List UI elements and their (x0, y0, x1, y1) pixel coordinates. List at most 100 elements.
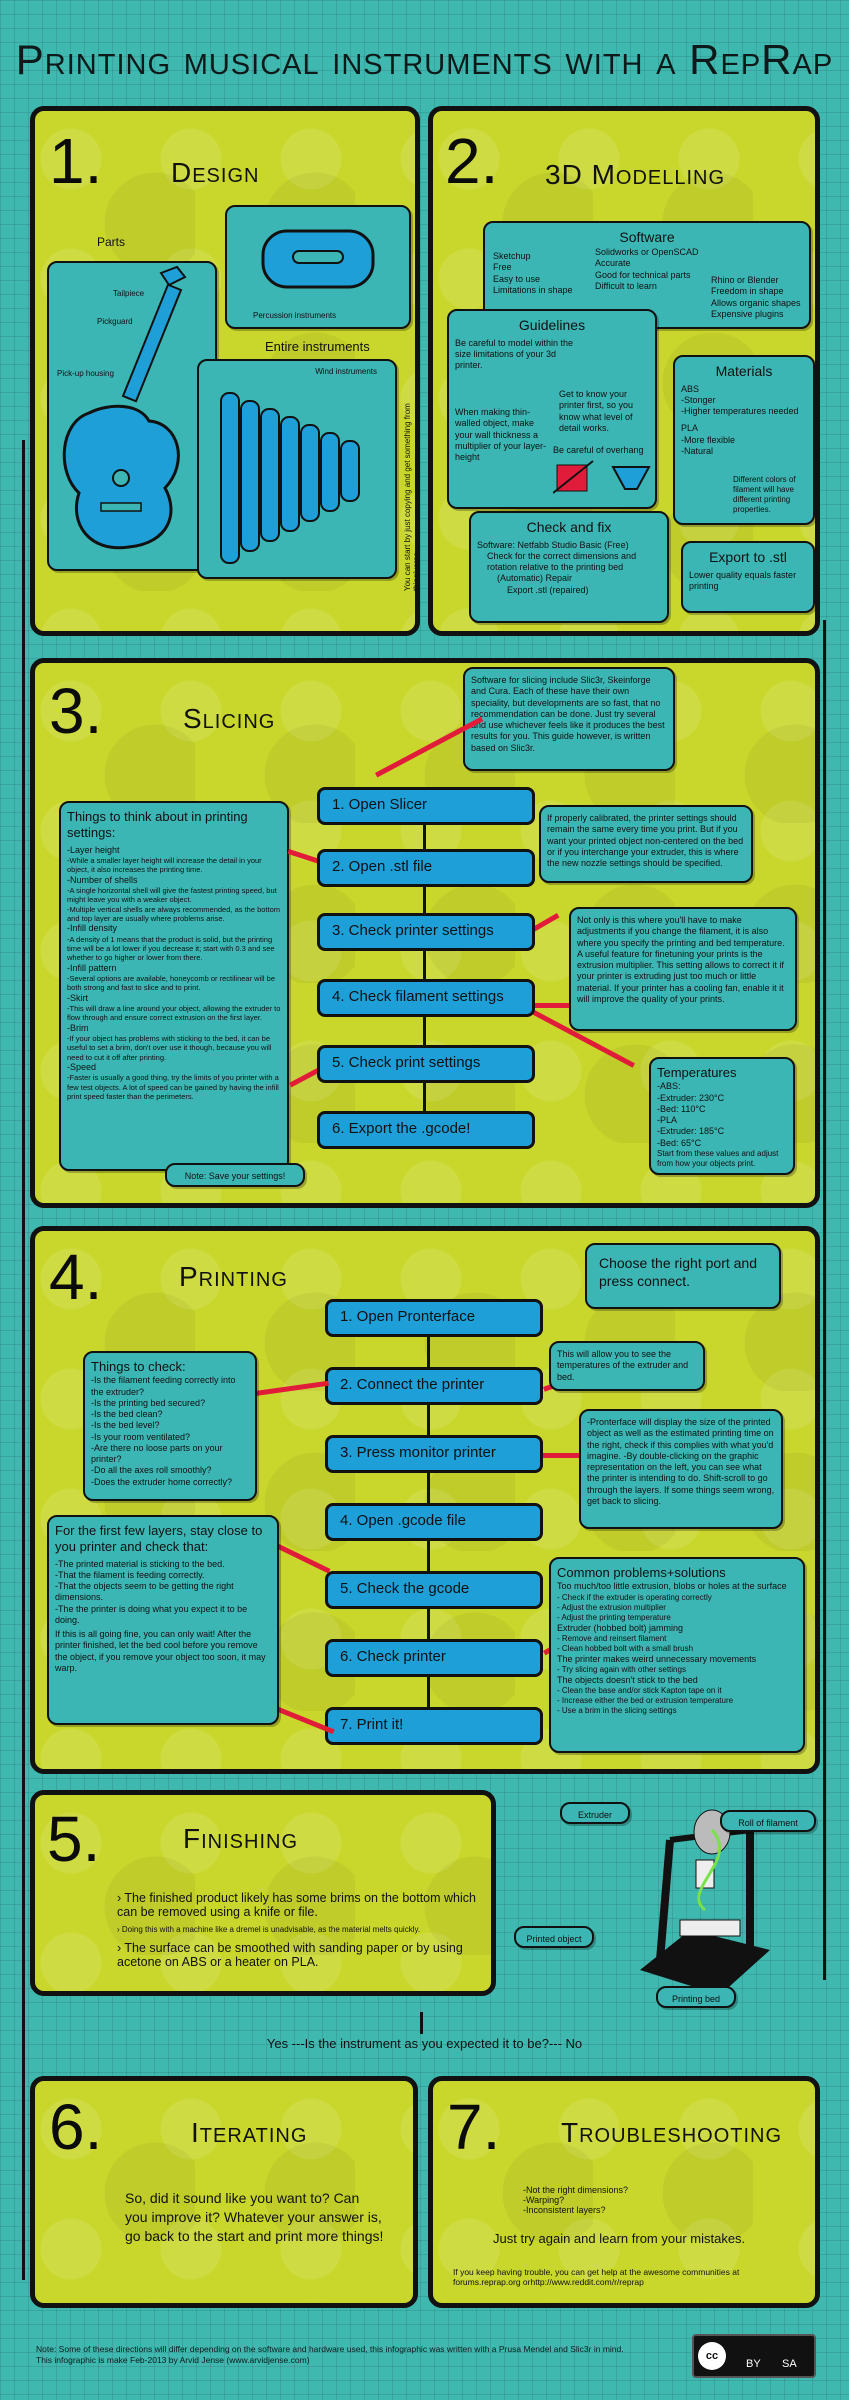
check-item: -Are there no loose parts on your printe… (91, 1442, 223, 1464)
temperatures-box: Temperatures -ABS: -Extruder: 230°C -Bed… (649, 1057, 795, 1175)
guideline-text: Be careful to model within the size limi… (455, 337, 574, 371)
section-title: Slicing (183, 703, 276, 734)
section-3d-modelling: 2. 3D Modelling Software Sketchup Free E… (428, 106, 820, 636)
tip-skirt: -Skirt (67, 992, 88, 1003)
first-item: -That the filament is feeding correctly. (55, 1569, 205, 1580)
pickguard-label: Pickguard (97, 317, 133, 326)
temp-line: -Extruder: 185°C (657, 1126, 725, 1137)
solidworks-item: Accurate (595, 258, 631, 269)
solution: - Clean the base and/or stick Kapton tap… (557, 1686, 722, 1696)
section-title: Troubleshooting (561, 2117, 783, 2148)
temp-note: Start from these values and adjust from … (657, 1148, 779, 1168)
step-check-printer[interactable]: 6. Check printer (325, 1639, 543, 1677)
entire-label: Entire instruments (265, 339, 370, 354)
temp-line: -ABS: (657, 1081, 681, 1092)
section-number: 1. (49, 125, 103, 197)
troubleshooting-help: If you keep having trouble, you can get … (453, 2267, 740, 2287)
section-printing: 4. Printing Choose the right port and pr… (30, 1226, 820, 1774)
step-print-settings[interactable]: 5. Check print settings (317, 1045, 535, 1083)
settings-tips-heading: Things to think about in printing settin… (67, 809, 248, 841)
cc-icon: cc (698, 2342, 726, 2370)
footer-credit: This infographic is make Feb-2013 by Arv… (36, 2355, 310, 2366)
section-title: Design (171, 157, 260, 188)
problems-box: Common problems+solutions Too much/too l… (549, 1557, 805, 1753)
step-filament-settings[interactable]: 4. Check filament settings (317, 979, 535, 1017)
step-open-slicer[interactable]: 1. Open Slicer (317, 787, 535, 825)
check-item: -Is your room ventilated? (91, 1431, 191, 1442)
step-open-pronterface[interactable]: 1. Open Pronterface (325, 1299, 543, 1337)
printer-settings-note: If properly calibrated, the printer sett… (539, 805, 753, 883)
first-item: -That the objects seem to be getting the… (55, 1581, 234, 1603)
materials-heading: Materials (715, 363, 773, 379)
sa-icon: SA (782, 2358, 797, 2370)
section-finishing: 5. Finishing › The finished product like… (30, 1790, 496, 1996)
guidelines-heading: Guidelines (518, 317, 586, 333)
extruder-label: Extruder (560, 1802, 630, 1824)
problem: Extruder (hobbed bolt) jamming (557, 1622, 684, 1633)
section-number: 5. (47, 1803, 101, 1875)
temp-line: -Bed: 65°C (657, 1137, 702, 1148)
rhino-item: Expensive plugins (711, 308, 784, 319)
step-printer-settings[interactable]: 3. Check printer settings (317, 913, 535, 951)
sketchup-item: Limitations in shape (493, 284, 573, 295)
things-check-heading: Things to check: (91, 1359, 186, 1374)
cc-badge[interactable]: cc BY SA (692, 2334, 816, 2378)
tip-text: -While a smaller layer height will incre… (67, 855, 262, 875)
step-open-gcode[interactable]: 4. Open .gcode file (325, 1503, 543, 1541)
step-check-gcode[interactable]: 5. Check the gcode (325, 1571, 543, 1609)
footer-note: Note: Some of these directions will diff… (36, 2344, 624, 2354)
guideline-text: Get to know your printer first, so you k… (559, 389, 634, 433)
overhang-label: Be careful of overhang (553, 445, 644, 455)
tip-text: -This will draw a line around your objec… (67, 1003, 281, 1023)
step-connector (423, 813, 426, 1143)
filament-settings-note: Not only is this where you'll have to ma… (569, 907, 797, 1031)
tip-text: -Faster is usually a good thing, try the… (67, 1073, 279, 1101)
section-number: 7. (447, 2091, 501, 2163)
check-item: Export .stl (repaired) (507, 584, 589, 595)
tip-layer-height: -Layer height (67, 844, 120, 855)
save-note: Note: Save your settings! (165, 1163, 305, 1187)
section-slicing: 3. Slicing Software for slicing include … (30, 658, 820, 1208)
check-item: -Is the bed level? (91, 1420, 160, 1431)
temp-line: -Bed: 110°C (657, 1103, 706, 1114)
rhino-item: Freedom in shape (711, 286, 784, 297)
step-open-stl[interactable]: 2. Open .stl file (317, 849, 535, 887)
temp-line: -PLA (657, 1115, 678, 1125)
page-title: Printing musical instruments with a RepR… (15, 36, 834, 83)
parts-label: Parts (97, 235, 126, 249)
temperatures-heading: Temperatures (657, 1065, 737, 1080)
step-connect-printer[interactable]: 2. Connect the printer (325, 1367, 543, 1405)
guitar-icon (62, 265, 187, 550)
export-text: Lower quality equals faster printing (689, 569, 797, 591)
things-check-box: Things to check: -Is the filament feedin… (83, 1351, 257, 1501)
tip-brim: -Brim (67, 1022, 89, 1033)
temperature-view-note: This will allow you to see the temperatu… (549, 1341, 705, 1391)
first-item: -The printed material is sticking to the… (55, 1558, 225, 1569)
tip-text: -A single horizontal shell will give the… (67, 885, 277, 905)
solution: - Adjust the extrusion multiplier (557, 1602, 666, 1612)
red-connector (270, 1541, 331, 1574)
first-layers-heading: For the first few layers, stay close to … (55, 1523, 263, 1555)
check-item: Check for the correct dimensions and rot… (487, 550, 637, 572)
question-connector (420, 2012, 423, 2034)
by-icon: BY (746, 2358, 761, 2370)
overhang-icon (553, 460, 651, 494)
choose-port-box: Choose the right port and press connect. (585, 1243, 781, 1309)
check-item: -Is the bed clean? (91, 1409, 163, 1419)
export-heading: Export to .stl (709, 549, 787, 565)
check-item: -Is the printing bed secured? (91, 1397, 206, 1408)
step-export-gcode[interactable]: 6. Export the .gcode! (317, 1111, 535, 1149)
rhino-item: Allows organic shapes (711, 297, 801, 308)
step-monitor-printer[interactable]: 3. Press monitor printer (325, 1435, 543, 1473)
section-number: 6. (49, 2091, 103, 2163)
tip-text: -A density of 1 means that the product i… (67, 934, 275, 963)
filament-roll-label: Roll of filament (720, 1810, 816, 1832)
step-print-it[interactable]: 7. Print it! (325, 1707, 543, 1745)
solution: - Use a brim in the slicing settings (557, 1706, 677, 1716)
check-item: (Automatic) Repair (497, 573, 573, 584)
solution: - Remove and reinsert filament (557, 1633, 667, 1643)
abs-item: -Stonger (681, 394, 716, 405)
section-title: Finishing (183, 1823, 298, 1854)
tailpiece-label: Tailpiece (113, 289, 145, 298)
